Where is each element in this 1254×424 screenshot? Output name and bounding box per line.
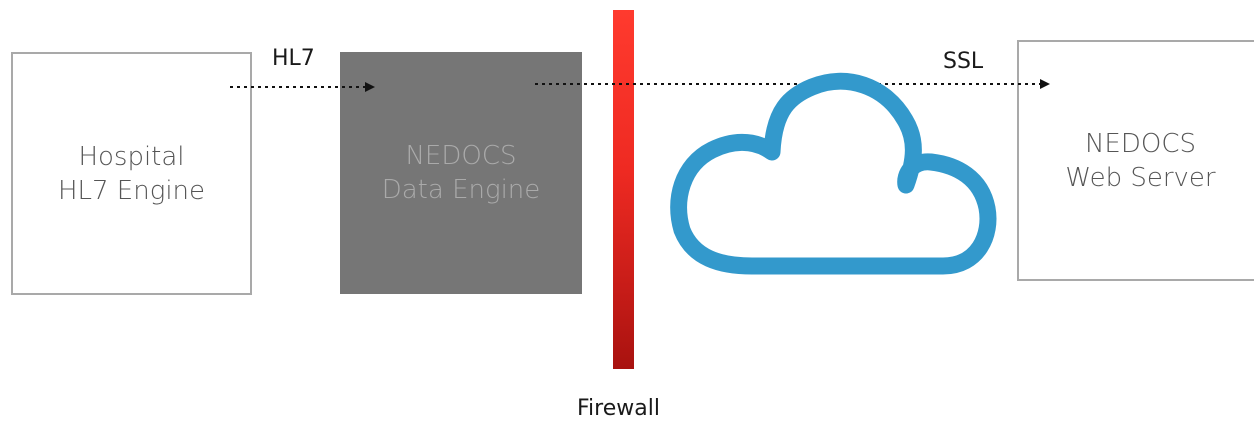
nedocs-web-server-node: NEDOCS Web Server — [1017, 40, 1254, 281]
data-engine-label-line-1: NEDOCS — [405, 141, 517, 171]
nedocs-data-engine-node: NEDOCS Data Engine — [340, 52, 582, 294]
firewall-label: Firewall — [577, 396, 660, 421]
data-engine-label-line-2: Data Engine — [381, 175, 541, 205]
hl7-label: HL7 — [272, 46, 315, 71]
web-server-label-line-1: NEDOCS — [1084, 128, 1197, 159]
ssl-label: SSL — [943, 49, 984, 74]
hospital-hl7-engine-node: Hospital HL7 Engine — [11, 52, 252, 295]
cloud-icon — [670, 72, 997, 275]
hospital-label-line-2: HL7 Engine — [57, 175, 206, 206]
web-server-label-line-2: Web Server — [1065, 162, 1216, 193]
hospital-label-line-1: Hospital — [78, 141, 185, 172]
firewall-bar — [613, 10, 634, 369]
